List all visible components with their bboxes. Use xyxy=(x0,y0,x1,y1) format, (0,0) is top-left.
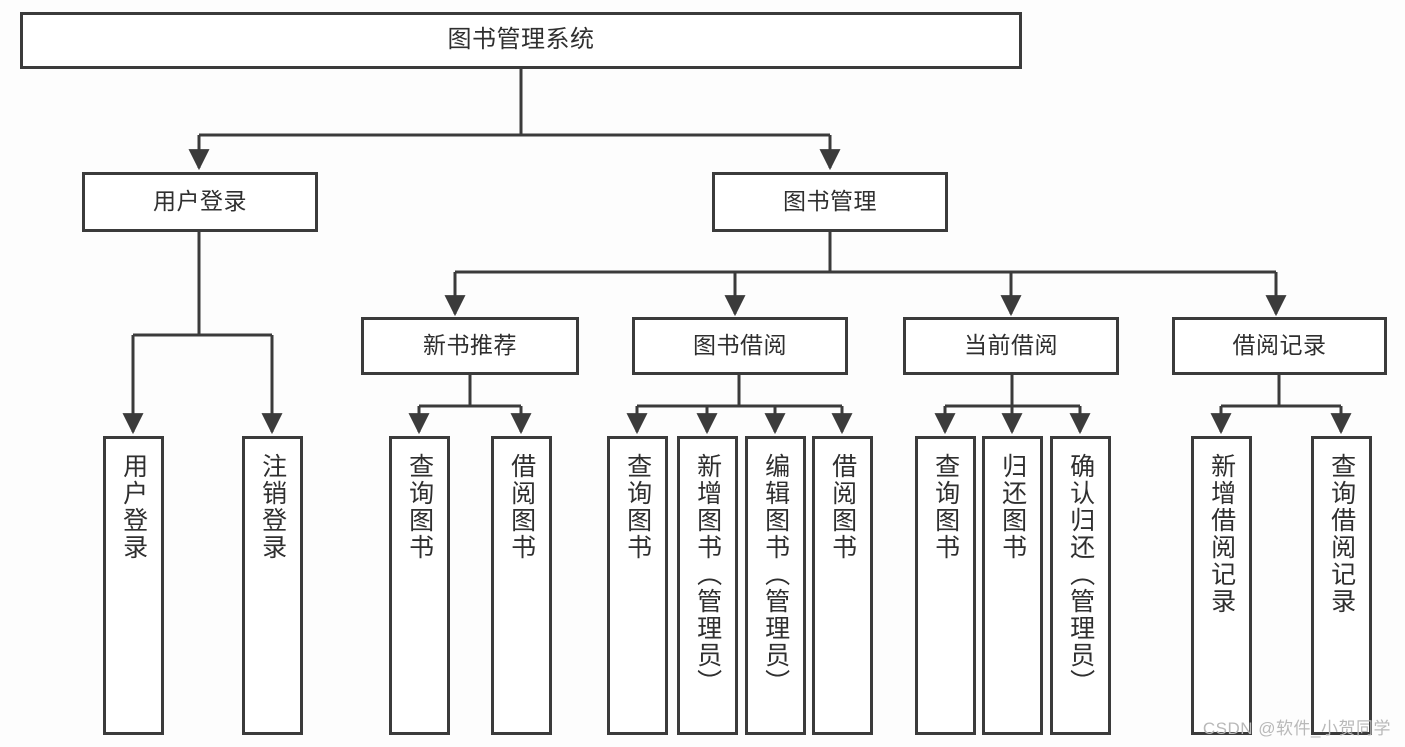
node-book-manage-label: 图书管理 xyxy=(783,188,877,215)
node-borrow-record[interactable]: 借阅记录 xyxy=(1172,317,1387,375)
leaf-label: 新增图书（管理员） xyxy=(693,453,722,696)
leaf-current-borrow-1[interactable]: 查询图书 xyxy=(915,436,976,735)
leaf-book-borrow-3[interactable]: 编辑图书（管理员） xyxy=(745,436,806,735)
leaf-label: 用户登录 xyxy=(119,453,148,561)
leaf-new-book-1[interactable]: 查询图书 xyxy=(389,436,450,735)
leaf-borrow-record-2[interactable]: 查询借阅记录 xyxy=(1311,436,1372,735)
leaf-label: 新增借阅记录 xyxy=(1207,453,1236,615)
node-root-label: 图书管理系统 xyxy=(447,26,595,54)
leaf-label: 注销登录 xyxy=(258,453,287,561)
leaf-label: 借阅图书 xyxy=(828,453,857,561)
leaf-label: 查询图书 xyxy=(623,453,652,561)
leaf-user-login-1[interactable]: 用户登录 xyxy=(103,436,164,735)
leaf-label: 借阅图书 xyxy=(507,453,536,561)
leaf-label: 归还图书 xyxy=(998,453,1027,561)
node-root[interactable]: 图书管理系统 xyxy=(20,12,1022,69)
node-user-login-label: 用户登录 xyxy=(153,188,247,215)
node-current-borrow-label: 当前借阅 xyxy=(964,332,1058,359)
leaf-label: 确认归还（管理员） xyxy=(1066,453,1095,696)
leaf-current-borrow-2[interactable]: 归还图书 xyxy=(982,436,1043,735)
leaf-book-borrow-1[interactable]: 查询图书 xyxy=(607,436,668,735)
leaf-book-borrow-4[interactable]: 借阅图书 xyxy=(812,436,873,735)
leaf-label: 查询图书 xyxy=(405,453,434,561)
node-new-book-label: 新书推荐 xyxy=(423,332,517,359)
node-book-borrow-label: 图书借阅 xyxy=(693,332,787,359)
leaf-user-login-2[interactable]: 注销登录 xyxy=(242,436,303,735)
node-current-borrow[interactable]: 当前借阅 xyxy=(903,317,1119,375)
leaf-label: 编辑图书（管理员） xyxy=(761,453,790,696)
leaf-borrow-record-1[interactable]: 新增借阅记录 xyxy=(1191,436,1252,735)
leaf-label: 查询借阅记录 xyxy=(1327,453,1356,615)
node-book-manage[interactable]: 图书管理 xyxy=(712,172,948,232)
leaf-new-book-2[interactable]: 借阅图书 xyxy=(491,436,552,735)
leaf-current-borrow-3[interactable]: 确认归还（管理员） xyxy=(1050,436,1111,735)
node-borrow-record-label: 借阅记录 xyxy=(1232,332,1327,359)
node-user-login[interactable]: 用户登录 xyxy=(82,172,318,232)
leaf-label: 查询图书 xyxy=(931,453,960,561)
node-book-borrow[interactable]: 图书借阅 xyxy=(632,317,848,375)
node-new-book[interactable]: 新书推荐 xyxy=(361,317,579,375)
leaf-book-borrow-2[interactable]: 新增图书（管理员） xyxy=(677,436,738,735)
